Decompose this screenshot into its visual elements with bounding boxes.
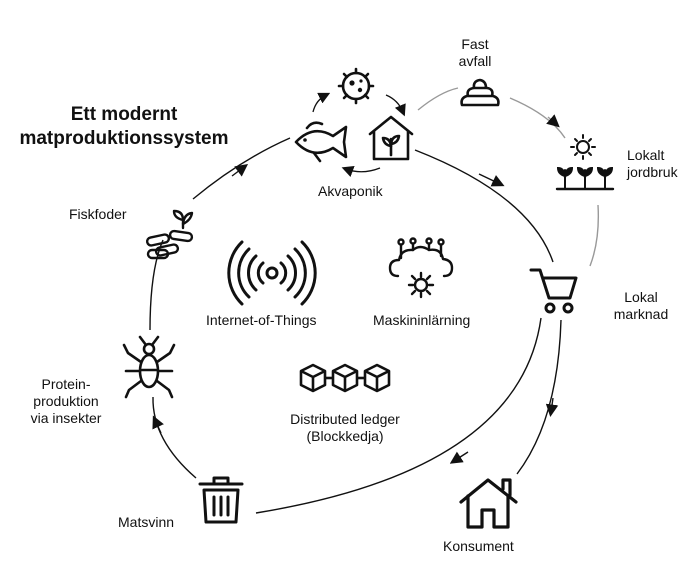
arc-akvaponik-to-solid-waste [417,87,459,111]
shopping-cart-icon [529,268,578,314]
page-title: Ett modernt matproduktionssystem [4,103,244,151]
farm-icon [555,134,615,191]
arc-matsvinn-to-insects [152,396,197,479]
label-konsument: Konsument [443,538,514,554]
title-line-1: Ett modernt [70,104,178,125]
arrow-head-market-matsvinn [449,451,469,464]
label-protein-production: Protein- produktion via insekter [14,376,118,427]
label-protein-line1: Protein- [41,376,91,392]
label-distributed-ledger: Distributed ledger (Blockkedja) [270,411,420,445]
label-fast-avfall-line1: Fast [461,36,489,52]
arc-fish-to-microbes [312,92,331,113]
arc-market-to-konsument [516,319,562,475]
machine-learning-icon [388,237,454,299]
arrow-head-fiskfoder-fish [231,163,249,177]
label-machine-learning: Maskininlärning [373,312,471,328]
arc-farm-to-market [589,204,600,267]
label-fast-avfall-line2: avfall [458,53,492,69]
arc-market-to-matsvinn [255,317,542,514]
arc-microbes-to-plants [385,94,406,117]
arrow-head-waste-farm [546,114,560,128]
arrow-head-akvaponik-market [478,173,505,187]
label-matsvinn: Matsvinn [118,514,175,530]
trash-icon [198,476,244,524]
microbe-icon [337,67,375,105]
label-ledger-line1: Distributed ledger [290,411,400,427]
arc-akvaponik-to-market [414,149,554,263]
fish-feed-icon [145,209,194,260]
arrow-head-market-konsument [545,397,559,417]
label-ledger-line2: (Blockkedja) [306,428,384,444]
label-iot: Internet-of-Things [206,312,317,328]
wireless-icon [227,240,317,306]
title-line-2: matproduktionssystem [19,128,229,149]
label-lokalt-jordbruk: Lokalt jordbruk [627,147,678,181]
blockchain-icon [299,363,391,393]
arc-solid-waste-to-farm [509,97,566,139]
label-lokalt-jordbruk-line1: Lokalt [627,147,665,163]
label-lokal-marknad-line1: Lokal [624,289,658,305]
greenhouse-icon [368,115,414,161]
arrow-head-matsvinn-insects [152,415,164,434]
label-lokal-marknad-line2: marknad [613,306,669,322]
label-protein-line2: produktion [33,393,99,409]
label-lokalt-jordbruk-line2: jordbruk [627,164,678,180]
solid-waste-icon [460,78,500,107]
insect-icon [122,335,176,399]
label-fast-avfall: Fast avfall [440,36,510,70]
arc-plants-to-fish [341,165,381,177]
label-lokal-marknad: Lokal marknad [606,289,676,323]
house-icon [459,478,518,529]
label-protein-line3: via insekter [30,410,102,426]
fish-icon [294,121,348,163]
label-akvaponik: Akvaponik [318,183,383,199]
label-fiskfoder: Fiskfoder [69,206,127,222]
